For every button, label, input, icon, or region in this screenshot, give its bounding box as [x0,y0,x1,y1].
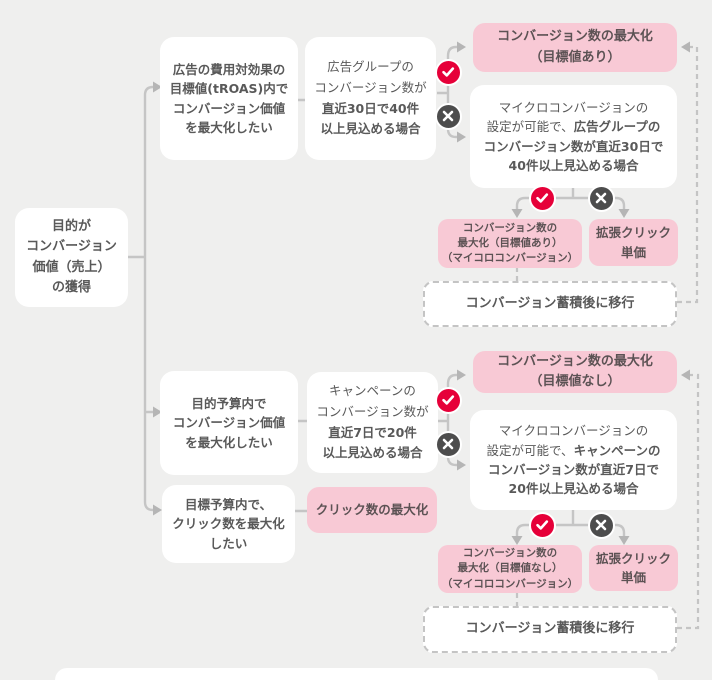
branch2-goal-label: 目的予算内で コンバージョン価値 を最大化したい [172,395,286,450]
branch1-condition-label: 広告グループの コンバージョン数が 直近30日で40件 以上見込める場合 [314,57,426,140]
branch2-goal-box: 目的予算内で コンバージョン価値 を最大化したい [160,371,298,475]
branch2-result-yes-label: コンバージョン数の最大化 （目標値なし） [497,353,653,389]
cross-icon [587,184,615,212]
branch1-micro-condition-box: マイクロコンバージョンの 設定が可能で、広告グループの コンバージョン数が直近3… [470,85,677,188]
branch1-goal-label: 広告の費用対効果の 目標値(tROAS)内で コンバージョン価値 を最大化したい [169,61,289,135]
branch2-micro-yes-box: コンバージョン数の 最大化（目標値なし） （マイコロコンバージョン） [438,545,582,593]
branch1-condition-text-bold: 直近30日で40件 以上見込める場合 [320,100,421,137]
branch2-result-yes-box: コンバージョン数の最大化 （目標値なし） [473,351,677,393]
bottom-card-edge [55,668,658,680]
check-icon [528,184,556,212]
branch2-micro-condition-text-bold: キャンペーンの コンバージョン数が直近7日で 20件以上見込める場合 [488,442,661,497]
branch2-micro-yes-label: コンバージョン数の 最大化（目標値なし） （マイコロコンバージョン） [441,547,579,590]
branch1-result-yes-label: コンバージョン数の最大化 （目標値あり） [497,29,653,65]
branch2-micro-no-label: 拡張クリック 単価 [595,550,671,585]
branch1-micro-no-label: 拡張クリック 単価 [595,225,671,260]
branch1-micro-no-box: 拡張クリック 単価 [589,219,678,266]
branch2-micro-condition-box: マイクロコンバージョンの 設定が可能で、キャンペーンの コンバージョン数が直近7… [470,410,677,510]
branch2-micro-no-box: 拡張クリック 単価 [589,545,678,591]
cross-icon [587,511,615,539]
branch1-result-yes-box: コンバージョン数の最大化 （目標値あり） [473,23,677,72]
root-goal-box: 目的が コンバージョン 価値（売上） の獲得 [15,208,128,307]
branch2-micro-condition-text: マイクロコンバージョンの 設定が可能で、 [486,423,649,458]
branch2-condition-text: キャンペーンの コンバージョン数が [316,383,429,419]
cross-icon [434,102,462,130]
branch1-transition-box: コンバージョン蓄積後に移行 [423,281,677,327]
branch2-transition-label: コンバージョン蓄積後に移行 [465,621,635,637]
check-icon [434,58,462,86]
branch2-condition-box: キャンペーンの コンバージョン数が 直近7日で20件 以上見込める場合 [307,372,438,473]
check-icon [434,386,462,414]
root-goal-label: 目的が コンバージョン 価値（売上） の獲得 [26,219,117,295]
branch2-condition-label: キャンペーンの コンバージョン数が 直近7日で20件 以上見込める場合 [316,381,428,464]
branch2-transition-box: コンバージョン蓄積後に移行 [423,606,677,653]
branch2-condition-text-bold: 直近7日で20件 以上見込める場合 [322,424,423,461]
branch1-condition-box: 広告グループの コンバージョン数が 直近30日で40件 以上見込める場合 [305,37,436,160]
branch3-goal-box: 目標予算内で、 クリック数を最大化 したい [162,485,295,563]
branch3-goal-label: 目標予算内で、 クリック数を最大化 したい [172,496,285,551]
branch1-micro-yes-box: コンバージョン数の 最大化（目標値あり） （マイコロコンバージョン） [438,219,582,268]
branch3-result-box: クリック数の最大化 [307,487,437,533]
branch1-goal-box: 広告の費用対効果の 目標値(tROAS)内で コンバージョン価値 を最大化したい [160,37,298,160]
check-icon [528,511,556,539]
branch1-transition-label: コンバージョン蓄積後に移行 [465,295,635,311]
branch1-micro-condition-text: マイクロコンバージョンの 設定が可能で、 [486,99,649,135]
branch1-micro-condition-label: マイクロコンバージョンの 設定が可能で、広告グループの コンバージョン数が直近3… [484,98,664,176]
branch3-result-label: クリック数の最大化 [315,502,429,518]
branch1-micro-condition-text-bold: 広告グループの コンバージョン数が直近30日で 40件以上見込める場合 [483,119,664,173]
branch1-micro-yes-label: コンバージョン数の 最大化（目標値あり） （マイコロコンバージョン） [441,221,579,265]
branch2-micro-condition-label: マイクロコンバージョンの 設定が可能で、キャンペーンの コンバージョン数が直近7… [487,421,661,499]
branch1-condition-text: 広告グループの コンバージョン数が [314,59,427,95]
cross-icon [434,430,462,458]
